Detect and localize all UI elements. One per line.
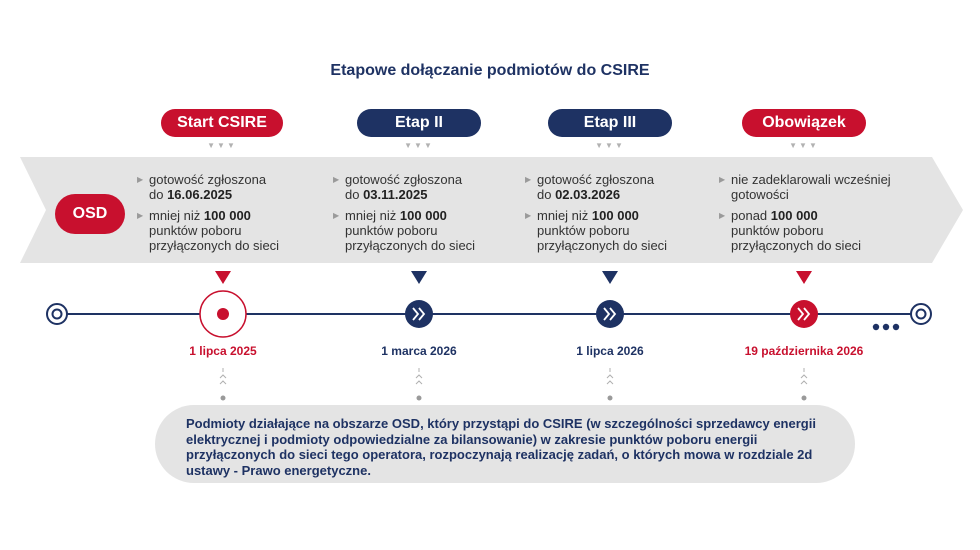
timeline-start-icon xyxy=(46,303,68,325)
arrow-down-icon xyxy=(602,271,618,284)
timeline-end-icon xyxy=(910,303,932,325)
triangle-right-icon: ▶ xyxy=(137,175,144,184)
arrow-down-icon xyxy=(215,271,231,284)
date-start: 1 lipca 2025 xyxy=(189,344,257,358)
note-text: Podmioty działające na obszarze OSD, któ… xyxy=(186,416,816,478)
arrow-down-icon xyxy=(411,271,427,284)
triangle-right-icon: ▶ xyxy=(525,175,532,184)
triangle-right-icon: ▶ xyxy=(719,211,726,220)
chevron-down-icon: ▼▼▼ xyxy=(404,141,434,150)
connector-dots xyxy=(219,368,808,385)
chevron-down-icon: ▼▼▼ xyxy=(789,141,819,150)
stage-pill-start: Start CSIRE xyxy=(161,109,283,137)
triangle-right-icon: ▶ xyxy=(525,211,532,220)
triangle-right-icon: ▶ xyxy=(333,175,340,184)
stage-pill-etap-2: Etap II xyxy=(357,109,481,137)
timeline-marker-etap-3 xyxy=(596,300,624,328)
osd-badge: OSD xyxy=(55,194,125,234)
chevron-down-icon: ▼▼▼ xyxy=(595,141,625,150)
date-etap-3: 1 lipca 2026 xyxy=(576,344,644,358)
page-title: Etapowe dołączanie podmiotów do CSIRE xyxy=(330,62,650,79)
stage-pill-etap-3: Etap III xyxy=(548,109,672,137)
timeline-marker-start xyxy=(199,290,247,338)
date-obowiazek: 19 października 2026 xyxy=(744,344,864,358)
triangle-right-icon: ▶ xyxy=(719,175,726,184)
timeline-marker-etap-2 xyxy=(405,300,433,328)
date-etap-2: 1 marca 2026 xyxy=(381,344,457,358)
arrow-down-icon xyxy=(796,271,812,284)
triangle-right-icon: ▶ xyxy=(333,211,340,220)
note-box xyxy=(155,405,855,483)
stage-pill-obowiazek: Obowiązek xyxy=(742,109,866,137)
chevron-down-icon: ▼▼▼ xyxy=(207,141,237,150)
triangle-right-icon: ▶ xyxy=(137,211,144,220)
ellipsis-icon xyxy=(872,323,900,331)
timeline-marker-obowiazek xyxy=(790,300,818,328)
